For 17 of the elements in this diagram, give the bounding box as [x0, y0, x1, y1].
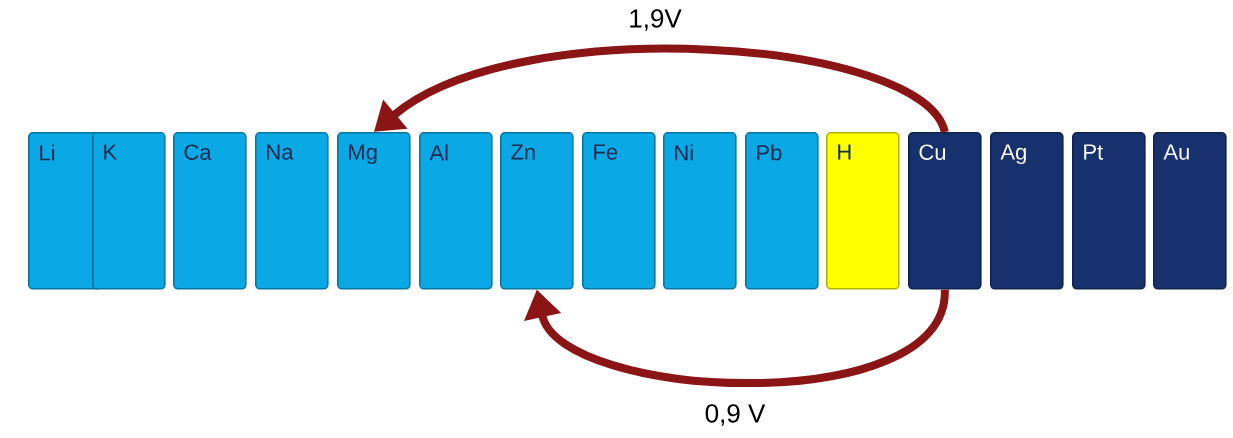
element-tile: Ca	[173, 132, 247, 290]
element-tile: Al	[419, 132, 493, 290]
element-tile: Cu	[908, 132, 982, 290]
edge-label: 1,9V	[626, 7, 684, 33]
element-tile: Ni	[663, 132, 737, 290]
element-tile: Ag	[990, 132, 1064, 290]
edge-label: 0,9 V	[702, 402, 768, 428]
element-tile: Mg	[337, 132, 411, 290]
element-tile: Zn	[500, 132, 574, 290]
element-tile: Na	[255, 132, 329, 290]
curved-arrow	[523, 288, 949, 388]
element-tile: Pt	[1072, 132, 1146, 290]
element-tile: Pb	[745, 132, 819, 290]
element-tile: K	[92, 132, 166, 290]
element-tile: Fe	[582, 132, 656, 290]
element-tile: Au	[1153, 132, 1227, 290]
element-tile: H	[826, 132, 900, 290]
